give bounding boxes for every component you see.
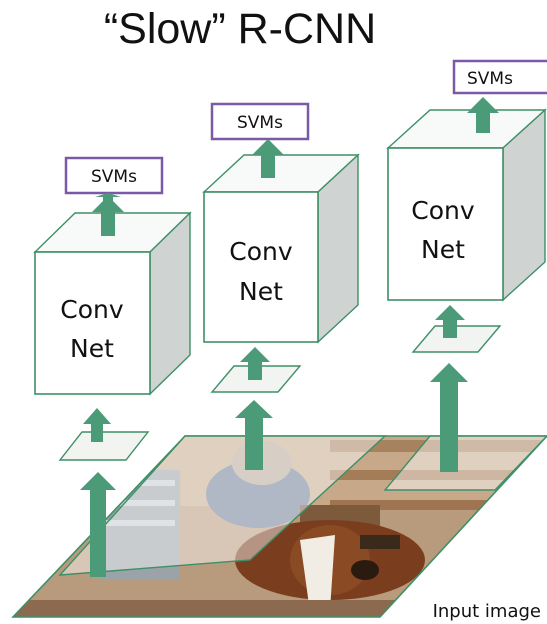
diagram-title: “Slow” R-CNN — [104, 5, 376, 53]
warped-crop-1 — [58, 431, 150, 461]
arrow-up-icon — [240, 347, 270, 380]
conv-net-box-1: Conv Net — [33, 211, 192, 396]
arrow-up-icon — [430, 363, 468, 472]
svms-box-2 — [210, 102, 310, 141]
conv-net-box-2: Conv Net — [202, 153, 360, 344]
arrow-up-icon — [252, 139, 284, 178]
arrow-up-icon — [435, 305, 465, 338]
svms-label-3: SVMs — [467, 69, 513, 89]
input-image-caption: Input image — [433, 601, 541, 622]
arrow-up-icon — [83, 408, 111, 442]
svms-box-1 — [64, 156, 164, 195]
arrow-up-icon — [235, 400, 273, 470]
conv-label-1: Conv — [60, 295, 124, 324]
svms-box-3 — [452, 59, 547, 95]
conv-label-2: Conv — [229, 237, 293, 266]
arrow-up-icon — [467, 97, 499, 133]
conv-label-3: Conv — [411, 196, 475, 225]
arrow-up-icon — [80, 472, 116, 577]
svms-label-2: SVMs — [237, 113, 283, 133]
net-label-1: Net — [70, 334, 114, 363]
net-label-2: Net — [239, 277, 283, 306]
svms-label-1: SVMs — [91, 167, 137, 187]
region-proposal-2 — [383, 435, 547, 491]
conv-net-box-3: Conv Net — [386, 108, 547, 302]
warped-crop-3 — [411, 325, 502, 353]
net-label-3: Net — [421, 235, 465, 264]
arrow-up-icon — [92, 196, 124, 236]
